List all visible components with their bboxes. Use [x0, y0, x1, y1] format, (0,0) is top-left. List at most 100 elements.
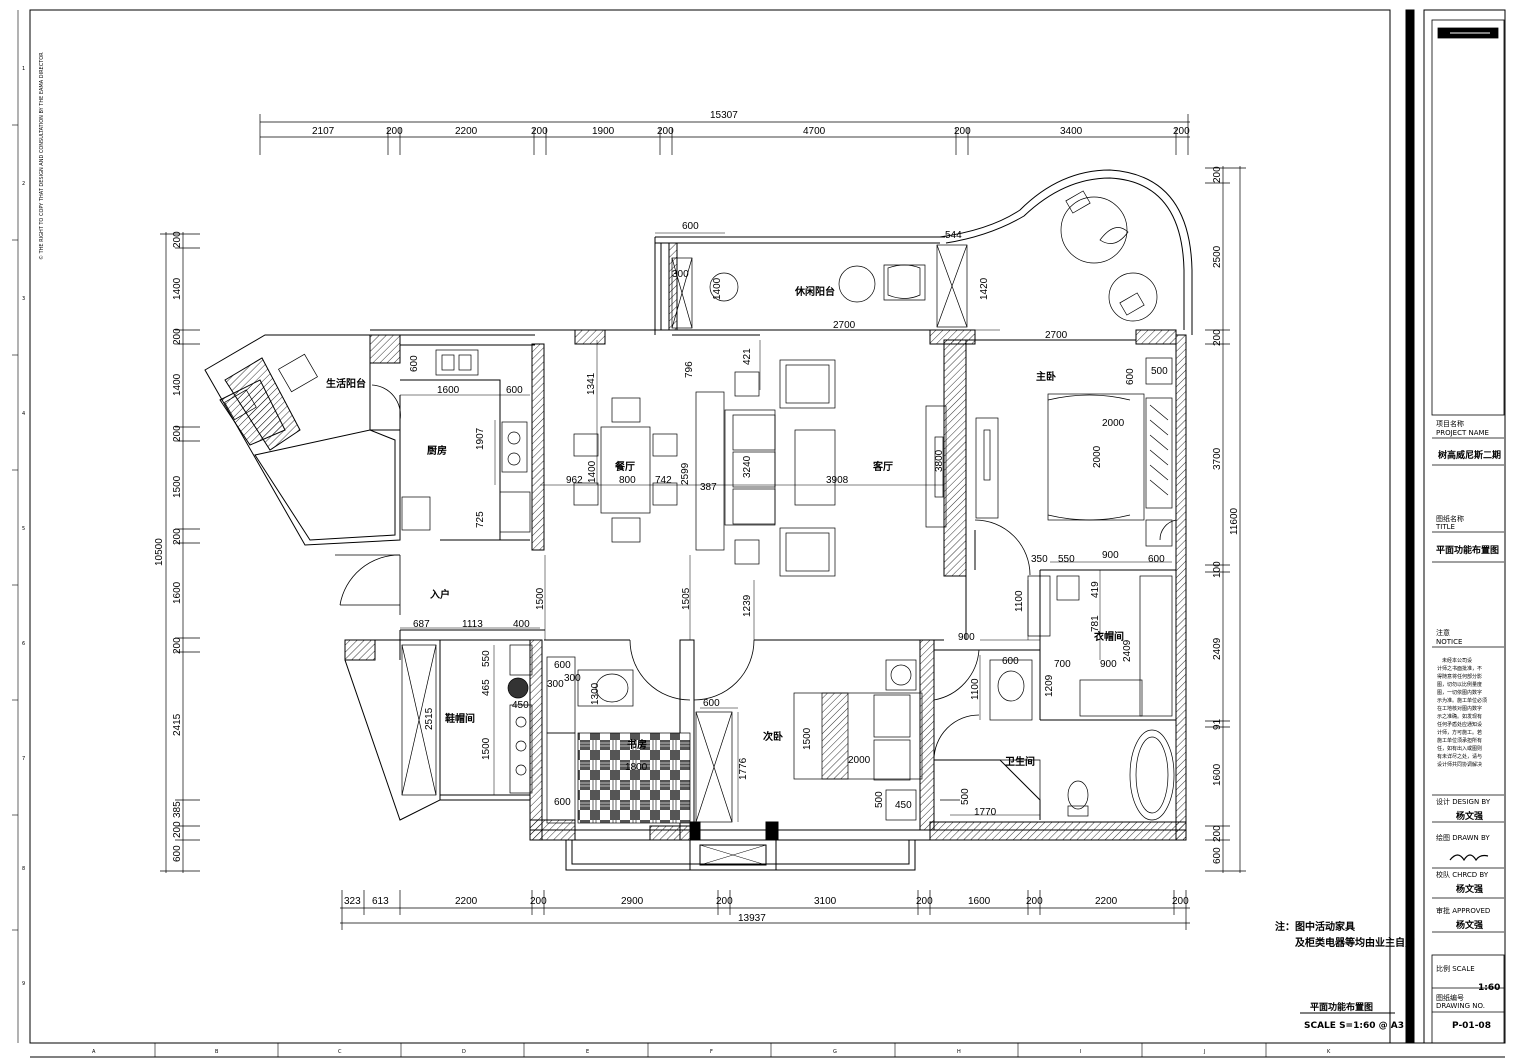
- inner-dim: 600: [703, 698, 720, 709]
- inner-dim: 1100: [970, 678, 981, 700]
- inner-dim: 2000: [848, 755, 871, 766]
- grid-col-label: H: [957, 1049, 961, 1055]
- tb-notice-line: 在工地核对图内数字: [1437, 705, 1482, 712]
- grid-row-label: 3: [22, 296, 25, 302]
- inner-dim: 796: [684, 361, 695, 378]
- tb-project-label-cn: 项目名称: [1436, 419, 1464, 428]
- inner-dim: 2700: [833, 320, 856, 331]
- inner-dim: 350: [1031, 554, 1048, 565]
- tb-approved-label: 审批 APPROVED: [1436, 906, 1490, 915]
- tb-notice-line: 设计师共同协调解决: [1437, 761, 1482, 768]
- inner-dim: 1500: [802, 727, 813, 750]
- room-label-bathroom: 卫生间: [1005, 755, 1035, 768]
- grid-row-labels: 1 2 3 4 5 6 7 8 9: [22, 66, 25, 987]
- inner-dim: 600: [1125, 368, 1136, 385]
- tb-notice-line: 未经本公司设: [1442, 657, 1472, 664]
- note-line-2: 及柜类电器等均由业主自购: [1295, 936, 1415, 949]
- tb-notice-line: 任，如有出入或图则: [1437, 745, 1482, 752]
- dim-bottom-seg: 200: [1026, 896, 1043, 907]
- dim-bottom-seg: 200: [916, 896, 933, 907]
- inner-dim: 1100: [1014, 590, 1025, 612]
- grid-row-label: 4: [22, 411, 25, 417]
- dim-top-seg: 2200: [455, 126, 478, 137]
- dimension-right: [1205, 166, 1246, 873]
- tb-notice-label-en: NOTICE: [1436, 638, 1462, 646]
- dim-left-seg: 1400: [172, 277, 183, 300]
- dim-left-seg: 385: [172, 801, 183, 818]
- inner-dim: 2599: [680, 462, 691, 485]
- inner-dimensions: 600 300 1400 2700 544 1420 2700 600 1600…: [409, 221, 1168, 818]
- dim-left-seg: 200: [172, 528, 183, 545]
- dim-top-seg: 200: [1173, 126, 1190, 137]
- grid-row-label: 9: [22, 981, 25, 987]
- inner-dim: 2000: [1092, 445, 1103, 468]
- note-line-1: 注：图中活动家具: [1275, 920, 1355, 933]
- copyright-text: © THE RIGHT TO COPY THAT DESIGN AND CONS…: [38, 52, 45, 260]
- inner-dim: 2000: [1102, 418, 1125, 429]
- inner-dim: 1400: [712, 277, 723, 300]
- room-label-master-bedroom: 主卧: [1036, 370, 1056, 383]
- dim-top-seg: 200: [657, 126, 674, 137]
- room-labels: 休闲阳台 生活阳台 厨房 餐厅 客厅 主卧 入户 鞋帽间 书房 次卧 卫生间 衣…: [326, 285, 1124, 768]
- inner-dim: 2700: [1045, 330, 1068, 341]
- walls: [204, 169, 1193, 871]
- dim-top-seg: 200: [386, 126, 403, 137]
- inner-dim: 3800: [934, 449, 945, 472]
- room-label-service-balcony: 生活阳台: [326, 377, 366, 390]
- grid-col-label: B: [215, 1049, 219, 1055]
- inner-dim: 450: [895, 800, 912, 811]
- grid-row-label: 6: [22, 641, 25, 647]
- dim-right-seg: 2409: [1212, 637, 1223, 660]
- grid-col-label: A: [92, 1049, 96, 1055]
- tb-notice-line: 示为准。施工单位必须: [1437, 697, 1487, 704]
- grid-row-label: 1: [22, 66, 25, 72]
- tb-title-label-cn: 图纸名称: [1436, 514, 1464, 523]
- room-label-living: 客厅: [872, 460, 893, 473]
- dim-left-seg: 1400: [172, 373, 183, 396]
- grid-col-label: G: [833, 1049, 837, 1055]
- inner-dim: 1400: [587, 460, 598, 483]
- tb-checked-value: 杨文强: [1456, 883, 1483, 895]
- title-block-text: 项目名称 PROJECT NAME 树高威尼斯二期 图纸名称 TITLE 平面功…: [1435, 419, 1501, 1031]
- inner-dim: 500: [960, 788, 971, 805]
- tb-drawing-no-label-cn: 图纸编号: [1436, 993, 1464, 1002]
- dim-left-seg: 200: [172, 231, 183, 248]
- dim-left-total: 10500: [154, 538, 165, 566]
- inner-dim: 1800: [625, 762, 648, 773]
- dim-top-seg: 4700: [803, 126, 826, 137]
- dim-top-seg: 200: [954, 126, 971, 137]
- grid-row-label: 7: [22, 756, 25, 762]
- doors: [335, 384, 1177, 761]
- dim-top-seg: 1900: [592, 126, 615, 137]
- inner-dim: 465: [481, 679, 492, 696]
- inner-dim: 421: [742, 348, 753, 365]
- dimension-top: [259, 114, 1190, 155]
- dim-right-seg: 3700: [1212, 447, 1223, 470]
- dim-top-seg: 200: [531, 126, 548, 137]
- inner-dim: 1500: [481, 737, 492, 760]
- inner-dim: 3240: [742, 455, 753, 478]
- dim-bottom-seg: 3100: [814, 896, 837, 907]
- grid-col-label: C: [338, 1049, 342, 1055]
- floor-plan-note: 注：图中活动家具 及柜类电器等均由业主自购: [1275, 920, 1415, 949]
- dim-left-seg: 1600: [172, 581, 183, 604]
- inner-dim: 419: [1090, 581, 1101, 598]
- tb-notice-line: 计师，方可施工。若: [1437, 729, 1482, 736]
- tb-drawing-no-value: P-01-08: [1452, 1021, 1491, 1031]
- dim-top-total: 15307: [710, 110, 738, 121]
- inner-dim: 450: [512, 700, 529, 711]
- tb-project-value: 树高威尼斯二期: [1438, 449, 1501, 461]
- grid-row-label: 8: [22, 866, 25, 872]
- inner-dim: 1420: [979, 277, 990, 300]
- dim-left-seg: 600: [172, 845, 183, 862]
- dim-left-seg: 1500: [172, 475, 183, 498]
- dim-bottom-seg: 2900: [621, 896, 644, 907]
- dim-left-seg: 200: [172, 425, 183, 442]
- furniture: [224, 190, 1175, 824]
- inner-dim: 500: [1151, 366, 1168, 377]
- stamp-title: 平面功能布置图: [1310, 1001, 1373, 1013]
- dim-top-seg: 2107: [312, 126, 335, 137]
- grid-col-label: I: [1080, 1049, 1081, 1055]
- inner-dim: 962: [566, 475, 583, 486]
- room-label-dining: 餐厅: [614, 460, 635, 473]
